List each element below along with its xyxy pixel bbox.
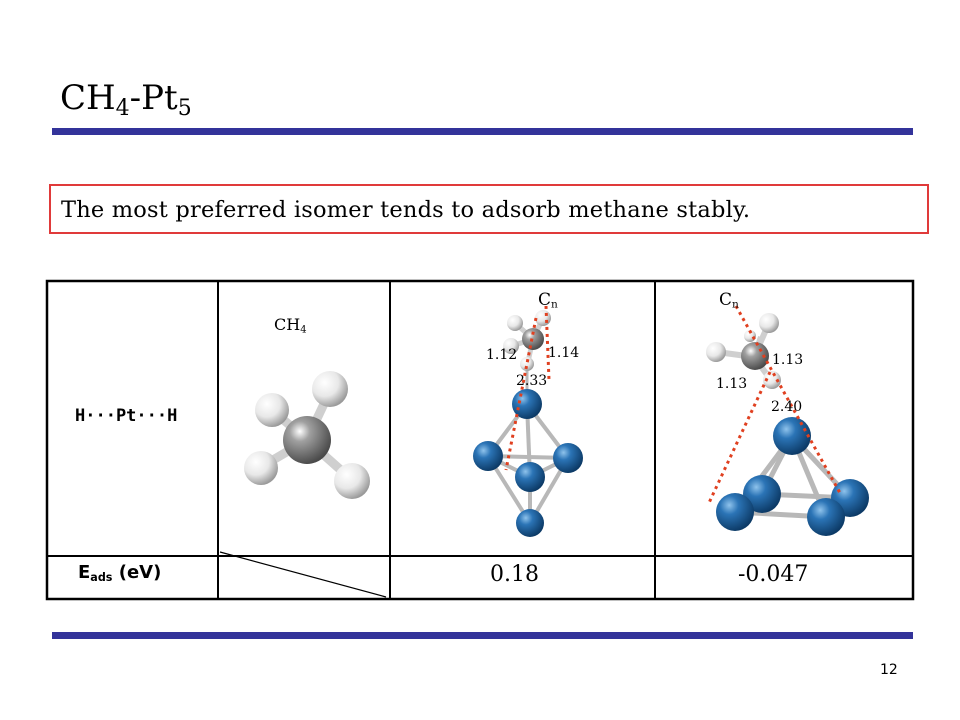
callout-box: The most preferred isomer tends to adsor…: [49, 184, 929, 234]
slide-title: CH4-Pt5: [60, 78, 192, 121]
isomer-1-distance-2: 1.14: [548, 345, 580, 361]
title-rule: [52, 128, 913, 135]
isomer-1-distance-3: 2.33: [516, 373, 548, 389]
table-grid: [45, 279, 915, 601]
isomer-1-distance-1: 1.12: [486, 347, 518, 363]
methane-molecule: [244, 371, 370, 499]
isomer-2-molecule: [706, 305, 869, 536]
isomer-1-eads: 0.18: [490, 562, 539, 587]
isomer-2-eads: -0.047: [738, 562, 809, 587]
isomer-2-cn-label: Cn: [719, 290, 739, 311]
ch4-label: CH4: [274, 315, 307, 336]
isomer-1-cn-label: Cn: [538, 290, 558, 311]
isomer-2-distance-3: 2.40: [771, 399, 803, 415]
isomer-2-distance-2: 1.13: [716, 376, 748, 392]
page-number: 12: [880, 662, 898, 678]
isomer-2-distance-1: 1.13: [772, 352, 804, 368]
row-label-eads: Eads (eV): [78, 562, 162, 584]
isomer-1-molecule: [473, 305, 583, 537]
footer-rule: [52, 632, 913, 639]
row-label-h-pt-h: H···Pt···H: [75, 406, 178, 426]
callout-text: The most preferred isomer tends to adsor…: [61, 197, 751, 223]
